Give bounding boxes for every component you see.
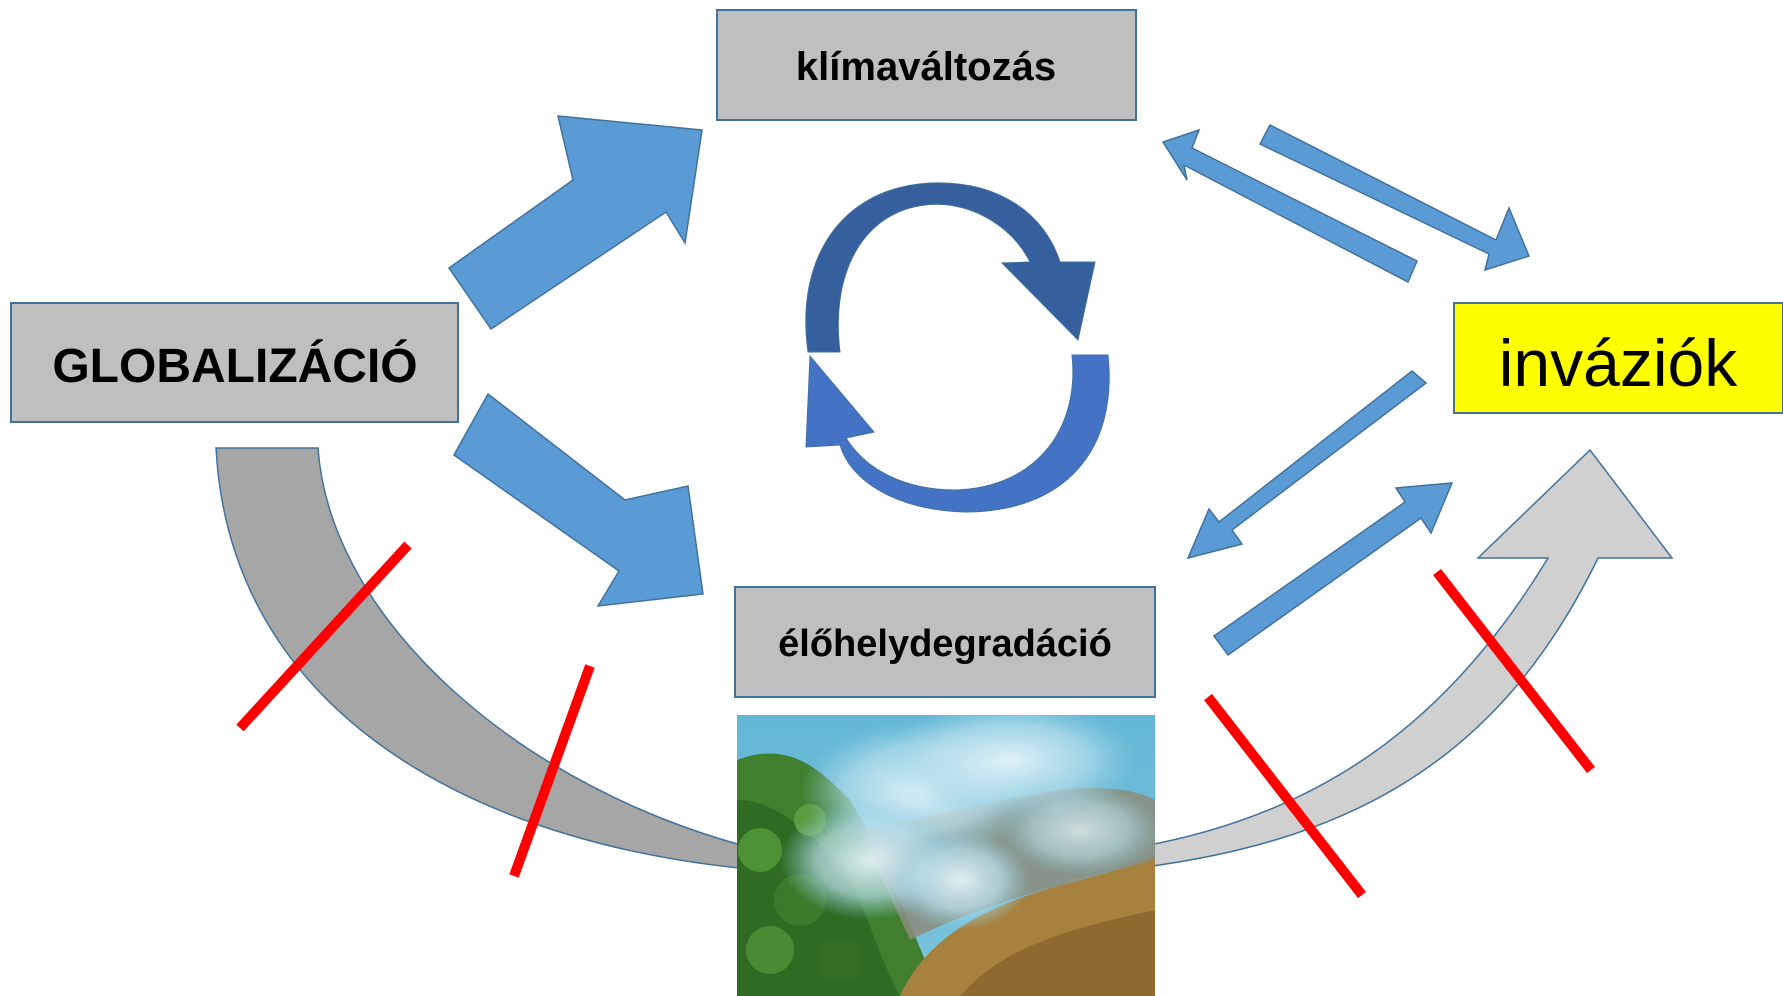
arrow-invasions-to-habitat — [1186, 370, 1428, 560]
arrow-globalization-to-climate — [447, 115, 703, 331]
deforestation-photo — [737, 715, 1155, 996]
node-globalization: GLOBALIZÁCIÓ — [10, 302, 459, 423]
node-climate-change-label: klímaváltozás — [796, 45, 1056, 89]
cross-mark-4 — [1433, 568, 1595, 774]
node-invasions: inváziók — [1453, 302, 1783, 414]
cycle-icon — [805, 182, 1110, 513]
arrow-globalization-to-habitat — [453, 392, 704, 607]
arrow-climate-to-invasions — [1258, 123, 1531, 272]
node-globalization-label: GLOBALIZÁCIÓ — [52, 338, 417, 393]
cycle-arrow-top — [805, 182, 1096, 353]
cross-mark-1 — [236, 541, 412, 732]
cross-mark-2 — [509, 664, 595, 878]
node-invasions-label: inváziók — [1499, 326, 1738, 400]
node-habitat-degradation: élőhelydegradáció — [734, 586, 1156, 698]
node-climate-change: klímaváltozás — [716, 9, 1137, 121]
arrow-habitat-to-invasions — [1212, 482, 1454, 657]
arrow-invasions-to-climate — [1161, 128, 1418, 284]
cycle-arrow-bottom — [805, 354, 1110, 513]
cross-mark-3 — [1204, 693, 1366, 899]
node-habitat-degradation-label: élőhelydegradáció — [778, 623, 1112, 665]
